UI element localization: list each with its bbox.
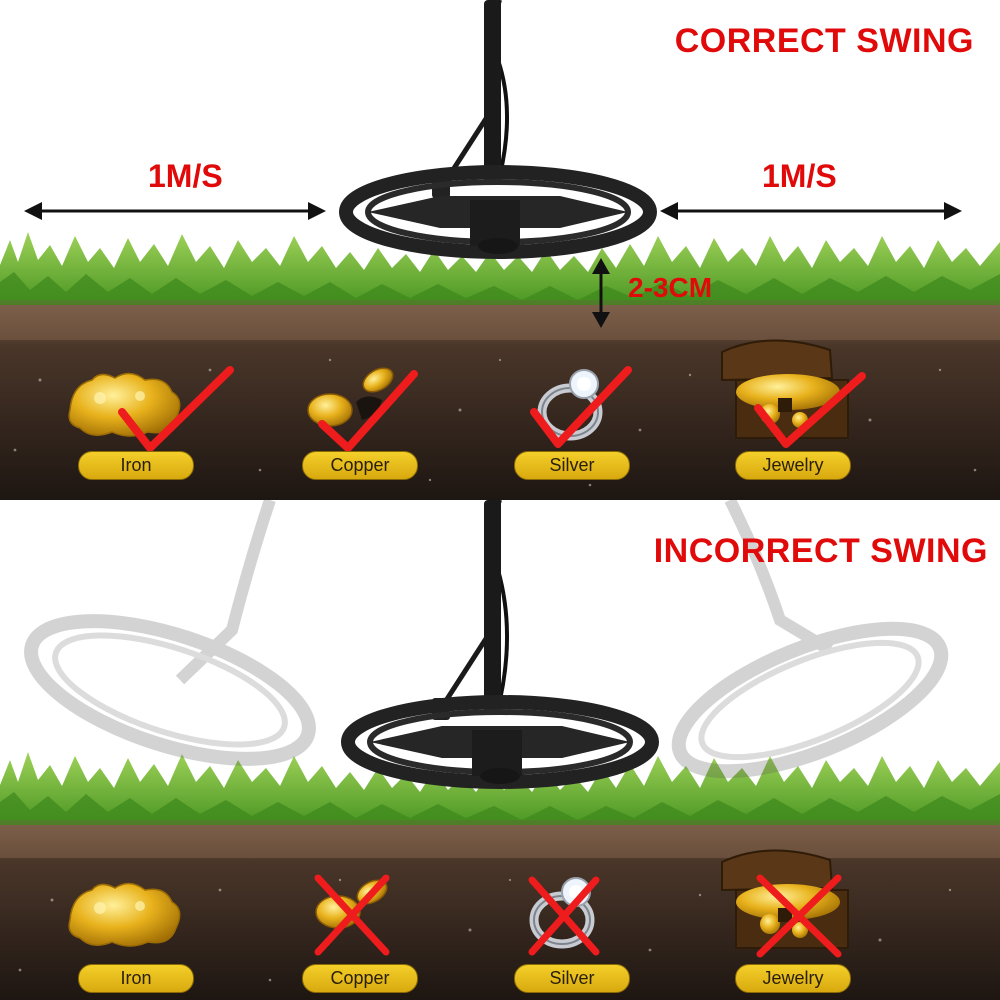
correct-swing-title: CORRECT SWING <box>674 22 974 60</box>
correct-swing-panel: CORRECT SWING 1M/S 1M/S 2-3CM Iron Coppe… <box>0 0 1000 500</box>
grass-layer <box>0 232 1000 305</box>
label-jewelry: Jewelry <box>735 451 851 480</box>
correct-swing-scene <box>0 0 1000 500</box>
speed-label-left: 1M/S <box>148 158 223 194</box>
check-mark-jewelry <box>754 372 866 448</box>
check-mark-iron <box>118 366 234 452</box>
jewelry-target <box>721 849 849 949</box>
label-copper: Copper <box>302 451 418 480</box>
cross-mark-copper <box>314 874 390 956</box>
check-mark-copper <box>318 370 418 452</box>
cross-mark-jewelry <box>756 874 842 958</box>
ghost-detector-left <box>24 500 316 766</box>
cross-mark-silver <box>528 876 600 956</box>
label-copper: Copper <box>302 964 418 993</box>
swing-arrow-right <box>660 202 962 220</box>
label-jewelry: Jewelry <box>735 964 851 993</box>
speed-label-right: 1M/S <box>762 158 837 194</box>
incorrect-swing-title: INCORRECT SWING <box>653 532 988 570</box>
swing-arrow-left <box>24 202 326 220</box>
search-coil <box>339 165 657 259</box>
label-silver: Silver <box>514 964 630 993</box>
height-arrow <box>592 258 610 328</box>
coil-height-label: 2-3CM <box>628 272 713 303</box>
label-iron: Iron <box>78 451 194 480</box>
incorrect-swing-panel: INCORRECT SWING Iron Copper Silver Jewel… <box>0 500 1000 1000</box>
metal-detector <box>341 500 659 789</box>
label-silver: Silver <box>514 451 630 480</box>
label-iron: Iron <box>78 964 194 993</box>
iron-target <box>68 372 181 437</box>
search-coil <box>341 695 659 789</box>
ghost-detector-right <box>671 500 949 779</box>
metal-detector <box>339 0 657 259</box>
check-mark-silver <box>530 366 632 448</box>
incorrect-swing-scene <box>0 500 1000 1000</box>
jewelry-target <box>721 339 849 439</box>
iron-target <box>68 882 181 947</box>
